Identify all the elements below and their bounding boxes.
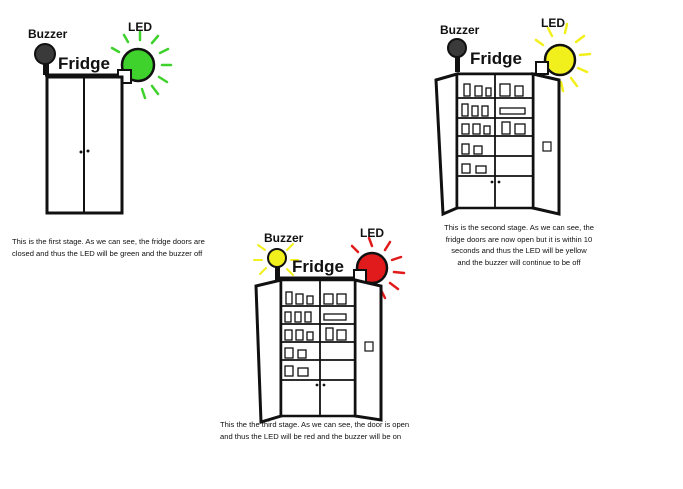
caption-line: and the buzzer will continue to be off: [457, 257, 581, 267]
stage-3-caption: This the the third stage. As we can see,…: [220, 419, 409, 442]
led-icon: [543, 43, 577, 77]
stage-2-caption: This is the second stage. As we can see,…: [434, 222, 604, 268]
door-handle: [86, 149, 90, 153]
door-handle: [490, 180, 494, 184]
stage-3-drawing: [253, 236, 406, 424]
door-note: [364, 341, 374, 352]
led-mount: [535, 61, 549, 75]
led-rays: [110, 30, 173, 100]
buzzer-label: Buzzer: [28, 27, 68, 41]
door-handle: [322, 383, 326, 387]
buzzer-icon: [34, 43, 56, 65]
caption-line: and thus the LED will be red and the buz…: [220, 431, 402, 441]
led-rays: [534, 22, 592, 93]
fridge-left-door: [254, 278, 283, 424]
led-label: LED: [128, 20, 152, 34]
buzzer-mount: [275, 266, 280, 280]
led-label: LED: [360, 226, 384, 240]
led-rays: [350, 236, 406, 300]
buzzer-rays: [253, 243, 299, 276]
door-note: [542, 141, 552, 152]
buzzer-label: Buzzer: [264, 231, 304, 245]
caption-line: seconds and thus the LED will be yellow: [451, 246, 587, 255]
stage-1-drawing: [34, 30, 173, 215]
buzzer-icon: [447, 38, 467, 58]
fridge-items: [284, 291, 347, 377]
stage-1-diagram: Buzzer LED Fridge: [0, 0, 230, 260]
stage-2-diagram: Buzzer LED Fridge: [420, 0, 620, 230]
fridge-items: [461, 83, 526, 174]
fridge-label: Fridge: [292, 257, 344, 276]
fridge-label: Fridge: [470, 49, 522, 68]
door-handle: [497, 180, 501, 184]
caption-line: closed and thus the LED will be green an…: [12, 248, 203, 258]
caption-line: fridge doors are now open but it is with…: [445, 234, 593, 244]
stage-2-drawing: [434, 22, 592, 217]
stage-1-caption: This is the first stage. As we can see, …: [12, 236, 205, 259]
door-handle: [79, 150, 83, 154]
stage-3-diagram: Buzzer LED Fridge: [240, 220, 430, 424]
fridge-left-door: [434, 72, 459, 217]
caption-line: This is the first stage. As we can see, …: [12, 237, 205, 246]
buzzer-mount: [43, 63, 49, 75]
shelves: [457, 97, 533, 177]
caption-line: This the the third stage. As we can see,…: [220, 420, 410, 429]
buzzer-mount: [455, 56, 460, 72]
fridge-label: Fridge: [58, 54, 110, 73]
shelves: [281, 305, 355, 381]
buzzer-icon: [267, 248, 287, 268]
led-label: LED: [541, 16, 565, 30]
buzzer-label: Buzzer: [440, 23, 480, 37]
door-handle: [315, 383, 319, 387]
caption-line: This is the second stage. As we can see,…: [444, 223, 594, 232]
